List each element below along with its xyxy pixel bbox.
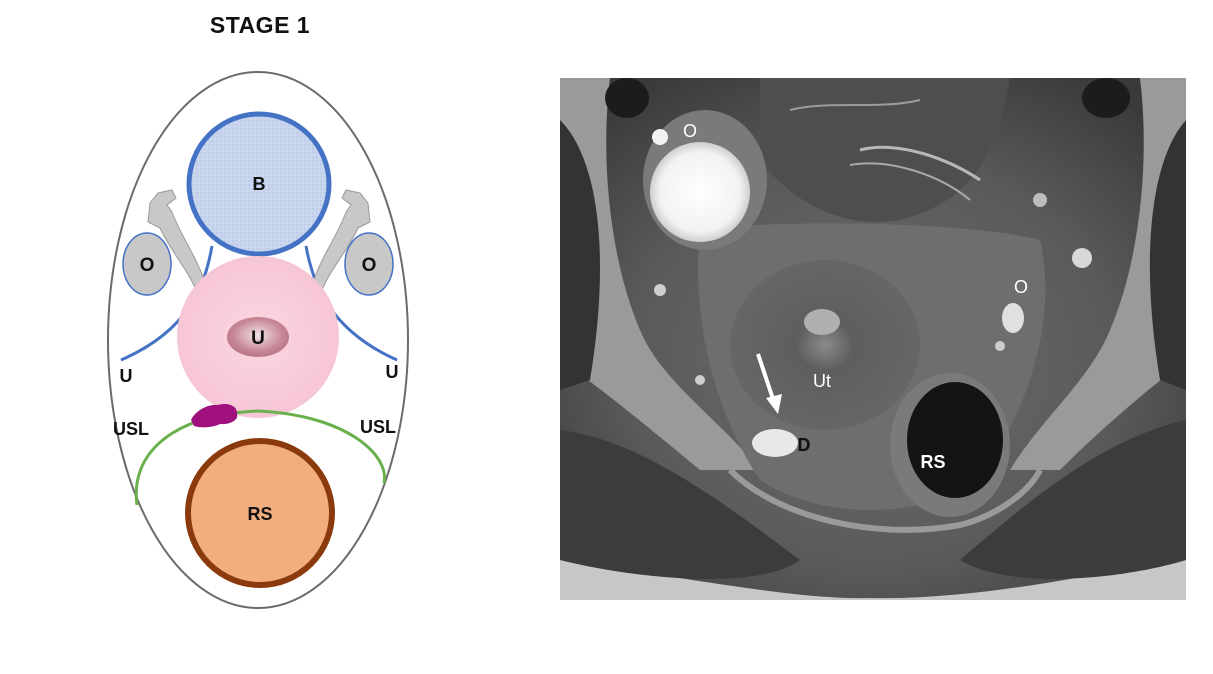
ovary-left-label: O (140, 255, 155, 276)
uterus-label: U (251, 328, 265, 349)
mri-uterus-label: Ut (813, 371, 831, 391)
mri-image (560, 78, 1186, 600)
ureter-right-label: U (386, 362, 399, 382)
ureter-left-label: U (120, 366, 133, 386)
usl-right-label: USL (360, 417, 396, 437)
mri-uterus (730, 260, 920, 430)
bladder-label: B (253, 174, 266, 194)
usl-left-label: USL (113, 419, 149, 439)
mri-lesion-label: D (798, 435, 811, 455)
mri-rectosigmoid-label: RS (920, 452, 945, 472)
mri-ovary-right-label: O (1014, 277, 1028, 297)
mri-ovarian-cyst (650, 142, 750, 242)
mri-ovary-top-label: O (683, 121, 697, 141)
rectosigmoid-label: RS (247, 504, 272, 524)
ovary-right-label: O (362, 255, 377, 276)
pelvis-diagram: B O O U U U USL USL RS (108, 72, 408, 608)
